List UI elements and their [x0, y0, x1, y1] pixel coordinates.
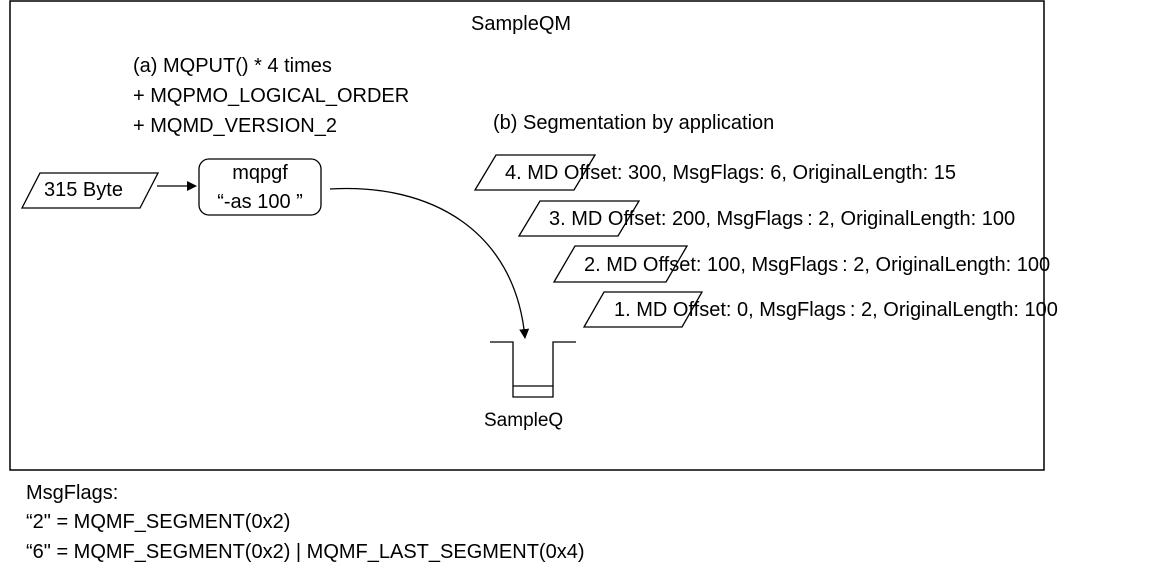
program-args: “-as 100 ”	[217, 191, 303, 213]
legend-line-2: “6" = MQMF_SEGMENT(0x2) | MQMF_LAST_SEGM…	[26, 541, 585, 563]
put-call-line-3: + MQMD_VERSION_2	[133, 115, 337, 137]
put-call-line-1: (a) MQPUT() * 4 times	[133, 55, 332, 77]
segment-4-shape	[473, 154, 597, 191]
put-call-line-2: + MQPMO_LOGICAL_ORDER	[133, 85, 410, 107]
segment-2-shape	[552, 245, 689, 283]
segment-1-label: 1. MD Offset: 0, MsgFlags : 2, OriginalL…	[614, 299, 1058, 321]
segmentation-title: (b) Segmentation by application	[493, 112, 775, 134]
segment-2-label: 2. MD Offset: 100, MsgFlags : 2, Origina…	[584, 254, 1051, 276]
segment-1-shape	[582, 291, 704, 328]
segment-3-shape	[517, 200, 641, 237]
segment-3-label: 3. MD Offset: 200, MsgFlags : 2, Origina…	[549, 208, 1016, 230]
legend-title: MsgFlags:	[26, 482, 119, 504]
input-message-shape	[20, 172, 160, 209]
program-to-queue-arrow	[329, 187, 530, 339]
queue-manager-frame	[9, 0, 1045, 471]
program-name: mqpgf	[232, 162, 288, 184]
legend-line-1: “2" = MQMF_SEGMENT(0x2)	[26, 511, 291, 533]
queue-shape	[490, 341, 576, 398]
input-message-label: 315 Byte	[44, 179, 123, 201]
segment-4-label: 4. MD Offset: 300, MsgFlags: 6, Original…	[505, 162, 956, 184]
program-box	[198, 158, 322, 216]
queue-label: SampleQ	[484, 410, 564, 431]
queue-manager-title: SampleQM	[471, 13, 572, 35]
